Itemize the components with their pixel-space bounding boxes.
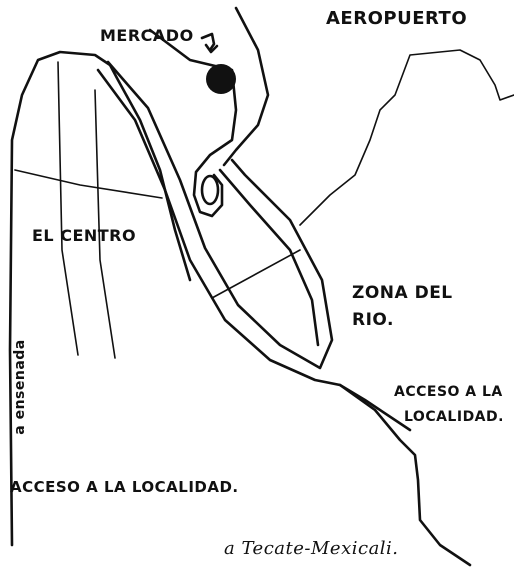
label-aeropuerto: AEROPUERTO — [326, 8, 468, 29]
label-mercado: MERCADO — [100, 26, 194, 45]
label-acceso-right-1: ACCESO A LA — [394, 384, 503, 400]
label-a-tecate-mexicali: a Tecate-Mexicali. — [224, 538, 399, 559]
river-channel-inner — [218, 168, 320, 347]
road-tecate-mexicali — [338, 383, 472, 567]
airport-boundary — [299, 49, 514, 226]
cross-road-zona-rio — [211, 249, 301, 299]
boulevard-inner — [106, 60, 334, 370]
el-centro-boundary — [8, 50, 192, 547]
mercado-marker-icon — [206, 64, 236, 94]
street-centro-3 — [14, 169, 163, 199]
mercado-pointer-head — [204, 43, 219, 54]
north-road-right — [222, 6, 270, 167]
street-centro-2 — [94, 89, 116, 359]
market-roundabout — [200, 174, 220, 206]
label-zona-del-rio-2: RIO. — [352, 310, 394, 330]
label-el-centro: EL CENTRO — [32, 226, 137, 245]
label-zona-del-rio-1: ZONA DEL — [352, 283, 453, 303]
mercado-pointer — [200, 32, 216, 52]
label-a-ensenada: a ensenada — [11, 339, 28, 435]
label-acceso-right-2: LOCALIDAD. — [404, 409, 504, 425]
street-centro-1 — [57, 61, 79, 356]
boulevard-outer — [96, 68, 412, 432]
label-acceso-bottom: ACCESO A LA LOCALIDAD. — [10, 478, 239, 496]
